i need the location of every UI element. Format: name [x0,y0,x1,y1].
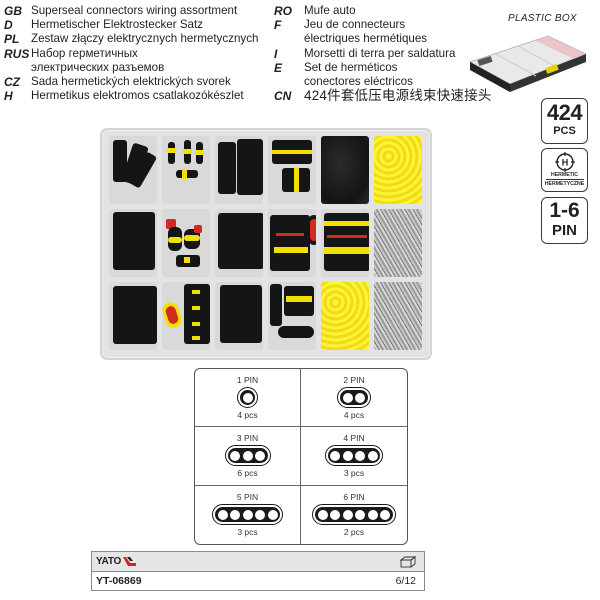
box-icon [400,555,416,568]
compartment [268,282,316,350]
compartment [162,209,210,277]
2-pin-connector-icon [337,387,371,409]
pin-option-4: 4 PIN 3 pcs [301,427,407,486]
plastic-box-label: PLASTIC BOX [508,13,577,24]
3-pin-connector-icon [224,445,271,467]
footer-brand-row: YATO [92,552,424,572]
svg-text:H: H [561,158,568,168]
compartment [162,136,210,204]
1-pin-connector-icon [237,387,258,409]
compartment [374,209,422,277]
pin-option-2: 2 PIN 4 pcs [301,369,407,428]
lang-rus-cont: электрических разъемов [31,60,165,74]
compartment [109,282,157,350]
lang-e-cont: conectores eléctricos [304,75,413,89]
compartment [268,209,316,277]
pin-option-6: 6 PIN 2 pcs [301,486,407,544]
yato-logo: YATO [96,556,137,567]
lang-f-cont: électriques hermétiques [304,32,428,46]
compartment [374,136,422,204]
compartment [215,282,263,350]
compartment [215,209,263,277]
product-code: YT-06869 [96,575,142,587]
compartment [162,282,210,350]
pin-option-1: 1 PIN 4 pcs [195,369,301,428]
compartment [109,136,157,204]
compartment [321,209,369,277]
yato-logo-icon [123,557,137,566]
hermetic-icon: H [554,152,575,172]
pieces-badge: 424 PCS [541,98,588,144]
package-quantity: 6/12 [395,575,416,587]
divider [545,179,584,180]
connector-tray-image [100,128,432,360]
pin-range-badge: 1-6 PIN [541,197,588,244]
compartment [321,136,369,204]
pin-option-5: 5 PIN 3 pcs [195,485,301,544]
compartment [215,136,263,204]
footer-code-row: YT-06869 6/12 [92,572,424,590]
6-pin-connector-icon [312,504,396,526]
pin-option-3: 3 PIN 6 pcs [195,427,301,486]
hermetic-badge: H HERMETIC HERMETYCZNE [541,148,588,192]
plastic-box-image [468,35,588,92]
pin-count-table: 1 PIN 4 pcs 2 PIN 4 pcs 3 PIN 6 pcs 4 PI… [194,368,408,545]
5-pin-connector-icon [212,504,283,526]
compartment [268,136,316,204]
product-footer: YATO YT-06869 6/12 [91,551,425,591]
compartment [109,209,157,277]
compartment [374,282,422,350]
4-pin-connector-icon [324,445,384,467]
compartment [321,282,369,350]
